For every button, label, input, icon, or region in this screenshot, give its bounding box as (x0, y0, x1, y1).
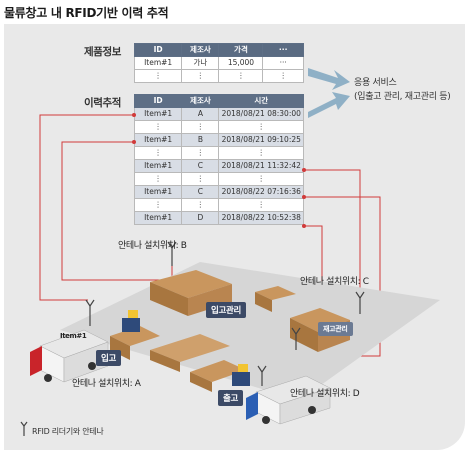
antenna-b-label: 안테나 설치위치: B (118, 241, 187, 251)
column-header: 제조사 (181, 94, 220, 108)
antenna-a-icon (85, 299, 95, 326)
table-cell: 2018/08/21 11:32:42 (218, 159, 304, 173)
table-cell: ⋮ (133, 69, 183, 83)
service-detail: (입출고 관리, 재고관리 등) (354, 92, 451, 102)
table-cell: ⋮ (133, 172, 183, 186)
item-tag-label: Item#1 (60, 332, 87, 340)
table-cell: Item#1 (133, 107, 183, 121)
inventory-mgmt-badge: 재고관리 (318, 322, 353, 336)
service-title: 응용 서비스 (354, 78, 397, 88)
link-antenna-c2 (304, 196, 381, 357)
table-row: ⋮⋮⋮ (133, 198, 304, 212)
application-service: 응용 서비스 (입출고 관리, 재고관리 등) (354, 76, 451, 104)
link-antenna-b (61, 141, 173, 281)
table-cell: C (181, 159, 220, 173)
trace-links (39, 114, 381, 381)
table-cell: Item#1 (133, 133, 183, 147)
table-cell: 가나 (181, 56, 220, 70)
table-header-row: ID 제조사 시간 (133, 94, 304, 108)
table-cell: ⋮ (181, 146, 220, 160)
forklift-b (232, 364, 250, 386)
table-cell: Item#1 (133, 211, 183, 225)
table-row: ⋮ ⋮ ⋮ ⋮ (133, 69, 304, 83)
forklift-a (122, 310, 140, 332)
table-cell: ⋮ (262, 69, 304, 83)
table-cell: ⋮ (133, 146, 183, 160)
table-row: ⋮⋮⋮ (133, 120, 304, 134)
link-antenna-c (304, 169, 361, 298)
table-cell: Item#1 (133, 159, 183, 173)
table-cell: ⋮ (181, 120, 220, 134)
page-title: 물류창고 내 RFID기반 이력 추적 (4, 6, 169, 20)
column-header: ID (133, 94, 183, 108)
table-row: ⋮⋮⋮ (133, 172, 304, 186)
link-antenna-a (39, 114, 134, 301)
antenna-c-icon (355, 291, 365, 314)
column-header: ··· (262, 43, 304, 57)
column-header: 가격 (218, 43, 264, 57)
product-info-table: ID 제조사 가격 ··· Item#1 가나 15,000 ··· ⋮ ⋮ ⋮… (133, 43, 304, 83)
arrow-down-icon (308, 92, 350, 118)
history-label: 이력추적 (84, 97, 122, 109)
table-cell: 2018/08/21 09:10:25 (218, 133, 304, 147)
legend-antenna-icon (20, 421, 28, 436)
column-header: 시간 (218, 94, 304, 108)
antenna-a-label: 안테나 설치위치: A (72, 379, 141, 389)
antenna-c2-icon (291, 327, 301, 350)
outbound-truck (246, 375, 331, 425)
table-cell: B (181, 133, 220, 147)
table-row: ⋮⋮⋮ (133, 146, 304, 160)
legend-label: RFID 리더기와 안테나 (32, 427, 104, 436)
link-dots (132, 113, 306, 228)
product-info-label: 제품정보 (84, 46, 122, 58)
antenna-b-icon (167, 241, 177, 266)
outbound-badge: 출고 (218, 390, 244, 406)
table-cell: ⋮ (218, 120, 304, 134)
antenna-c-label: 안테나 설치위치: C (300, 277, 369, 287)
inbound-mgmt-badge: 입고관리 (206, 302, 247, 318)
inbound-badge: 입고 (96, 350, 122, 366)
table-cell: ⋮ (181, 69, 220, 83)
antenna-d-label: 안테나 설치위치: D (290, 389, 360, 399)
arrow-up-icon (308, 68, 350, 90)
table-cell: 2018/08/22 10:52:38 (218, 211, 304, 225)
table-cell: ⋮ (218, 172, 304, 186)
table-cell: D (181, 211, 220, 225)
service-arrows (308, 68, 350, 118)
antenna-icons (20, 241, 365, 436)
table-cell: ⋮ (218, 69, 264, 83)
antenna-d-icon (257, 365, 267, 386)
table-cell: ⋮ (218, 198, 304, 212)
table-cell: ··· (262, 56, 304, 70)
